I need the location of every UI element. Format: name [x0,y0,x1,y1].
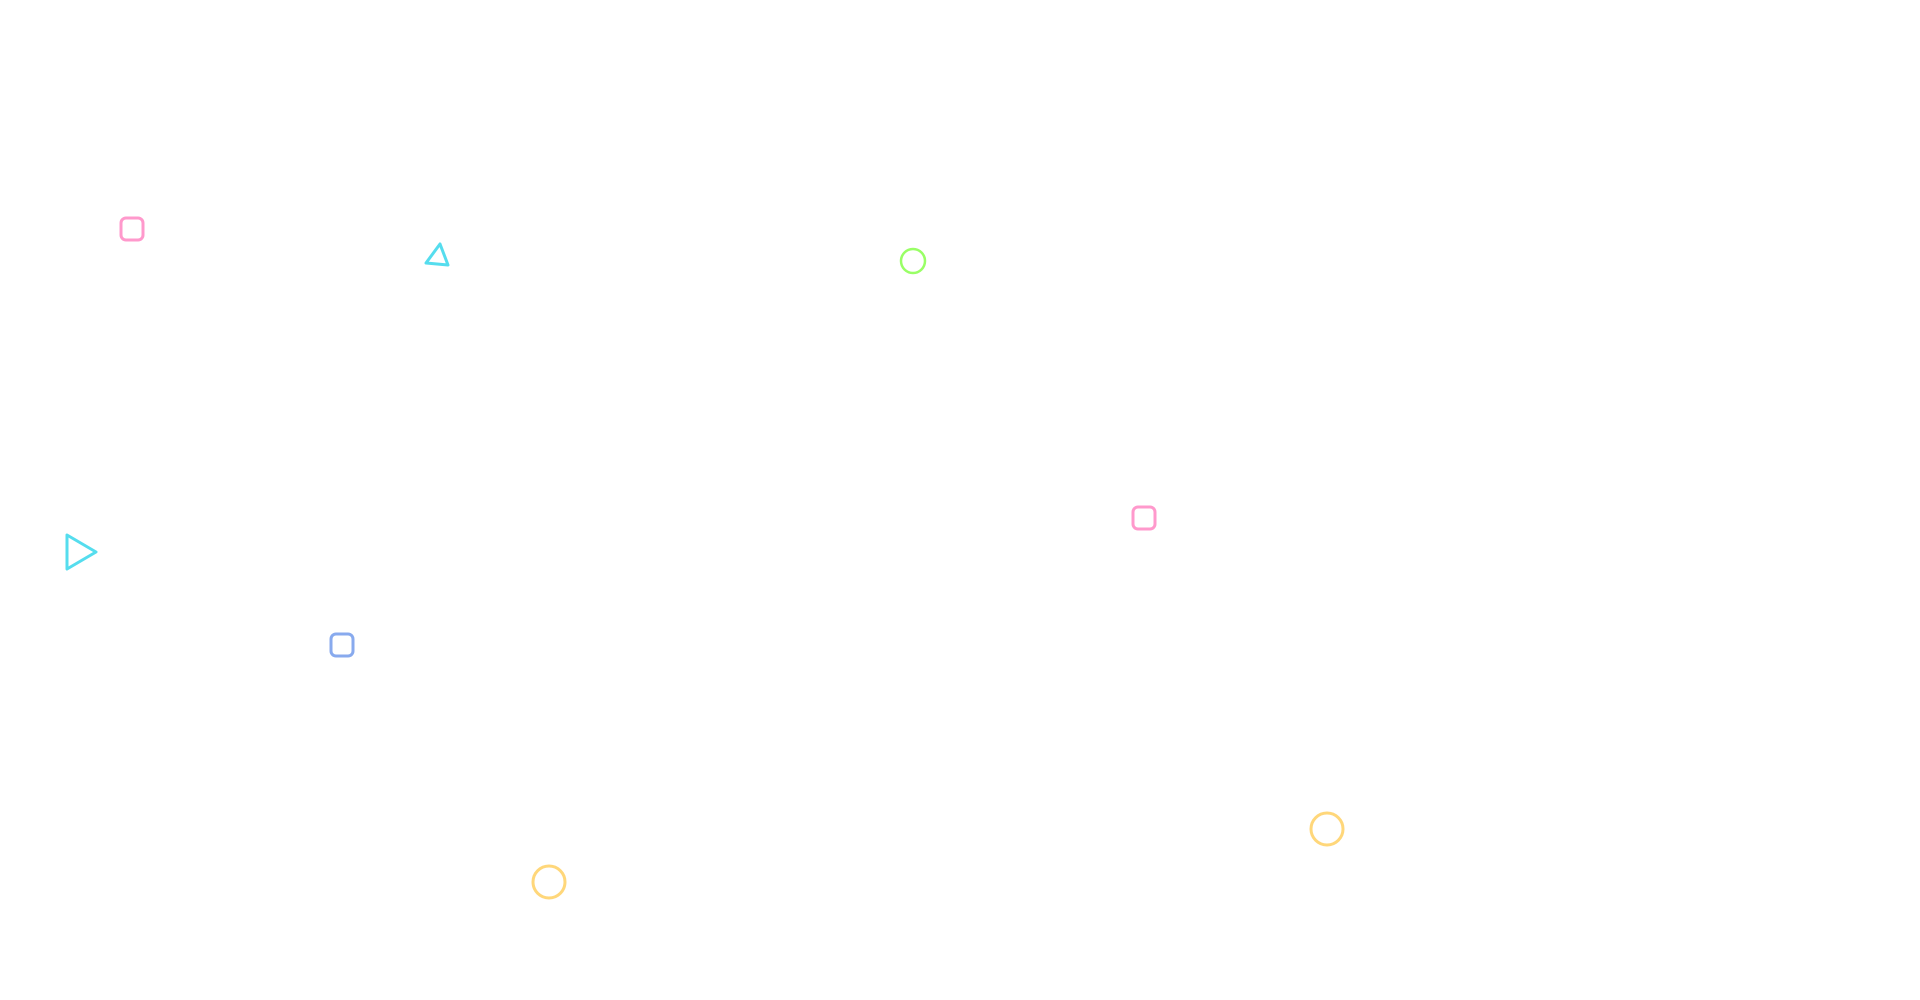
cyan-play-triangle-icon [64,532,100,572]
yellow-circle-icon [531,864,567,900]
cyan-triangle-icon [423,241,451,269]
pink-square-icon [119,216,145,242]
pink-square-icon [1131,505,1157,531]
green-circle-icon [899,247,927,275]
blue-square-icon [329,632,355,658]
yellow-circle-icon [1309,811,1345,847]
